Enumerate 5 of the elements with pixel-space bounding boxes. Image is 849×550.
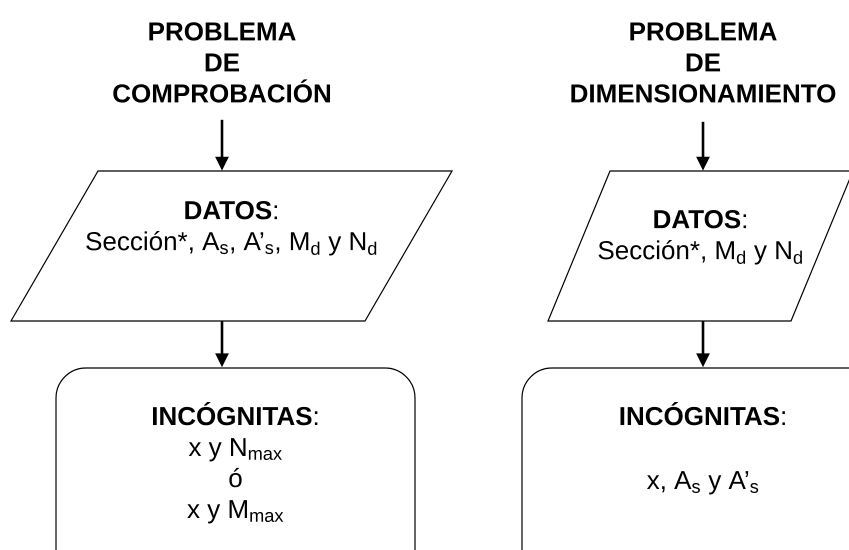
heading: PROBLEMA DE COMPROBACIÓN (113, 22, 330, 103)
data-parallelogram: DATOS: Sección*, M$_{d}$ y N$_{d}$ (547, 170, 849, 322)
heading: PROBLEMA DE DIMENSIONAMIENTO (571, 22, 836, 103)
rounded-box: INCÓGNITAS: x, A$_{s}$ y A’$_{s}$ (521, 367, 849, 550)
rounded-box: INCÓGNITAS: x y N$_{max}$ ó x y M$_{max}$ (55, 367, 416, 550)
